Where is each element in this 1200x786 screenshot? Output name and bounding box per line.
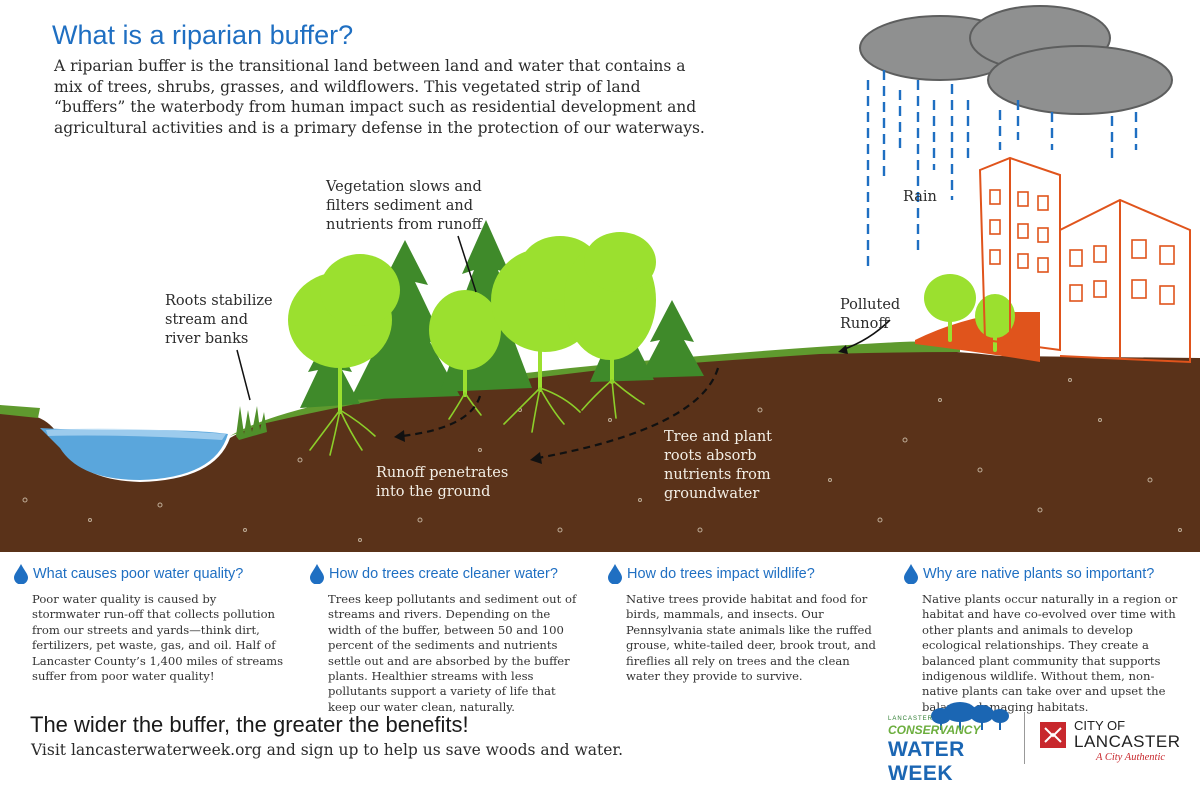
logo-lancaster: LANCASTER xyxy=(1074,732,1181,751)
city-of-lancaster-logo: CITY OF LANCASTER A City Authentic xyxy=(1034,716,1194,768)
building xyxy=(978,156,1191,364)
panel-native-plants: Why are native plants so important? Nati… xyxy=(904,564,1188,715)
panel-water-quality: What causes poor water quality? Poor wat… xyxy=(14,564,284,684)
water-drop-icon xyxy=(608,564,622,584)
label-vegetation: Vegetation slows and filters sediment an… xyxy=(326,179,482,233)
panel-answer: Poor water quality is caused by stormwat… xyxy=(32,592,284,684)
panel-question: Why are native plants so important? xyxy=(923,566,1155,582)
panel-answer: Native trees provide habitat and food fo… xyxy=(626,592,876,684)
runoff-arrowhead-1 xyxy=(394,430,405,442)
panel-answer: Native plants occur naturally in a regio… xyxy=(922,592,1178,714)
stream-water xyxy=(40,428,228,480)
label-polluted-runoff: Polluted Runoff xyxy=(840,297,901,332)
label-pointers xyxy=(236,235,477,401)
water-week-logo: LANCASTER CONSERVANCY WATER WEEK xyxy=(886,700,1022,785)
logo-city-tagline: A City Authentic xyxy=(1096,752,1166,763)
panel-wildlife: How do trees impact wildlife? Native tre… xyxy=(608,564,878,684)
panel-cleaner-water: How do trees create cleaner water? Trees… xyxy=(310,564,580,715)
logo-city-of: CITY OF xyxy=(1074,718,1126,733)
panel-answer: Trees keep pollutants and sediment out o… xyxy=(328,592,577,714)
logo-line-water-week: WATER WEEK xyxy=(888,738,965,785)
page-title: What is a riparian buffer? xyxy=(52,20,354,50)
water-surface xyxy=(46,428,226,440)
water-drop-icon xyxy=(14,564,28,584)
panel-question: How do trees create cleaner water? xyxy=(329,566,558,582)
intro-paragraph: A riparian buffer is the transitional la… xyxy=(54,57,705,137)
runoff-dashed-arrows xyxy=(401,367,720,460)
soil xyxy=(0,350,1200,552)
city-seal-icon xyxy=(1040,722,1066,748)
runoff-arrowhead-2 xyxy=(530,452,542,464)
rain xyxy=(866,70,1138,270)
water-drop-icon xyxy=(310,564,324,584)
label-roots-absorb: Tree and plant roots absorb nutrients fr… xyxy=(664,429,772,502)
grass-strip xyxy=(230,341,960,436)
bank-grass xyxy=(236,406,267,440)
logo-line-conservancy: CONSERVANCY xyxy=(888,723,981,737)
logo-line-lancaster: LANCASTER xyxy=(888,716,934,722)
left-grass xyxy=(0,405,40,418)
buffer-trees xyxy=(288,232,1015,370)
tree-trunks xyxy=(338,318,997,414)
water-drop-icon xyxy=(904,564,918,584)
label-rain: Rain xyxy=(903,189,937,205)
footer-tagline: The wider the buffer, the greater the be… xyxy=(30,712,469,737)
rain-clouds xyxy=(859,5,1173,115)
panel-question: What causes poor water quality? xyxy=(33,566,244,582)
polluted-arrowhead xyxy=(838,345,848,354)
footer-visit-text: Visit lancasterwaterweek.org and sign up… xyxy=(31,741,624,759)
riparian-buffer-illustration xyxy=(0,5,1200,552)
tree-roots xyxy=(309,379,645,456)
tree-logo-icon xyxy=(931,702,1009,730)
label-roots: Roots stabilize stream and river banks xyxy=(165,293,273,347)
logo-divider xyxy=(1024,712,1025,764)
panel-question: How do trees impact wildlife? xyxy=(627,566,815,582)
label-runoff-ground: Runoff penetrates into the ground xyxy=(376,465,509,500)
